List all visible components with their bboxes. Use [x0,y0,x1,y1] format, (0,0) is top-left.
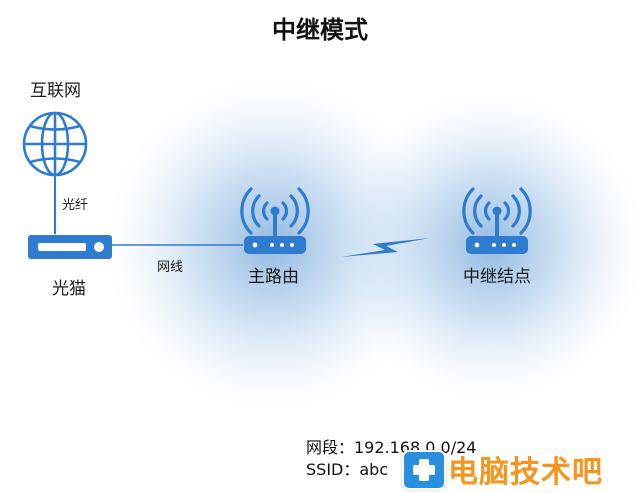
repeater-label: 中继结点 [463,267,531,287]
diagram-title: 中继模式 [272,16,368,44]
modem-icon [28,235,112,259]
wireless-link-icon [341,238,430,257]
internet-label: 互联网 [30,81,81,101]
modem-label: 光猫 [52,279,86,299]
globe-icon [22,111,88,177]
watermark-text: 电脑技术吧 [448,455,603,490]
wifi-router-icon [462,187,532,254]
watermark-logo: 电脑技术吧 [400,444,640,493]
ssid-text: SSID：abc [306,460,389,479]
cable-label: 网线 [157,260,184,275]
main-router-label: 主路由 [248,267,299,287]
wifi-router-icon [240,187,310,254]
medical-cross-icon [402,450,446,490]
fiber-label: 光纤 [62,198,89,213]
